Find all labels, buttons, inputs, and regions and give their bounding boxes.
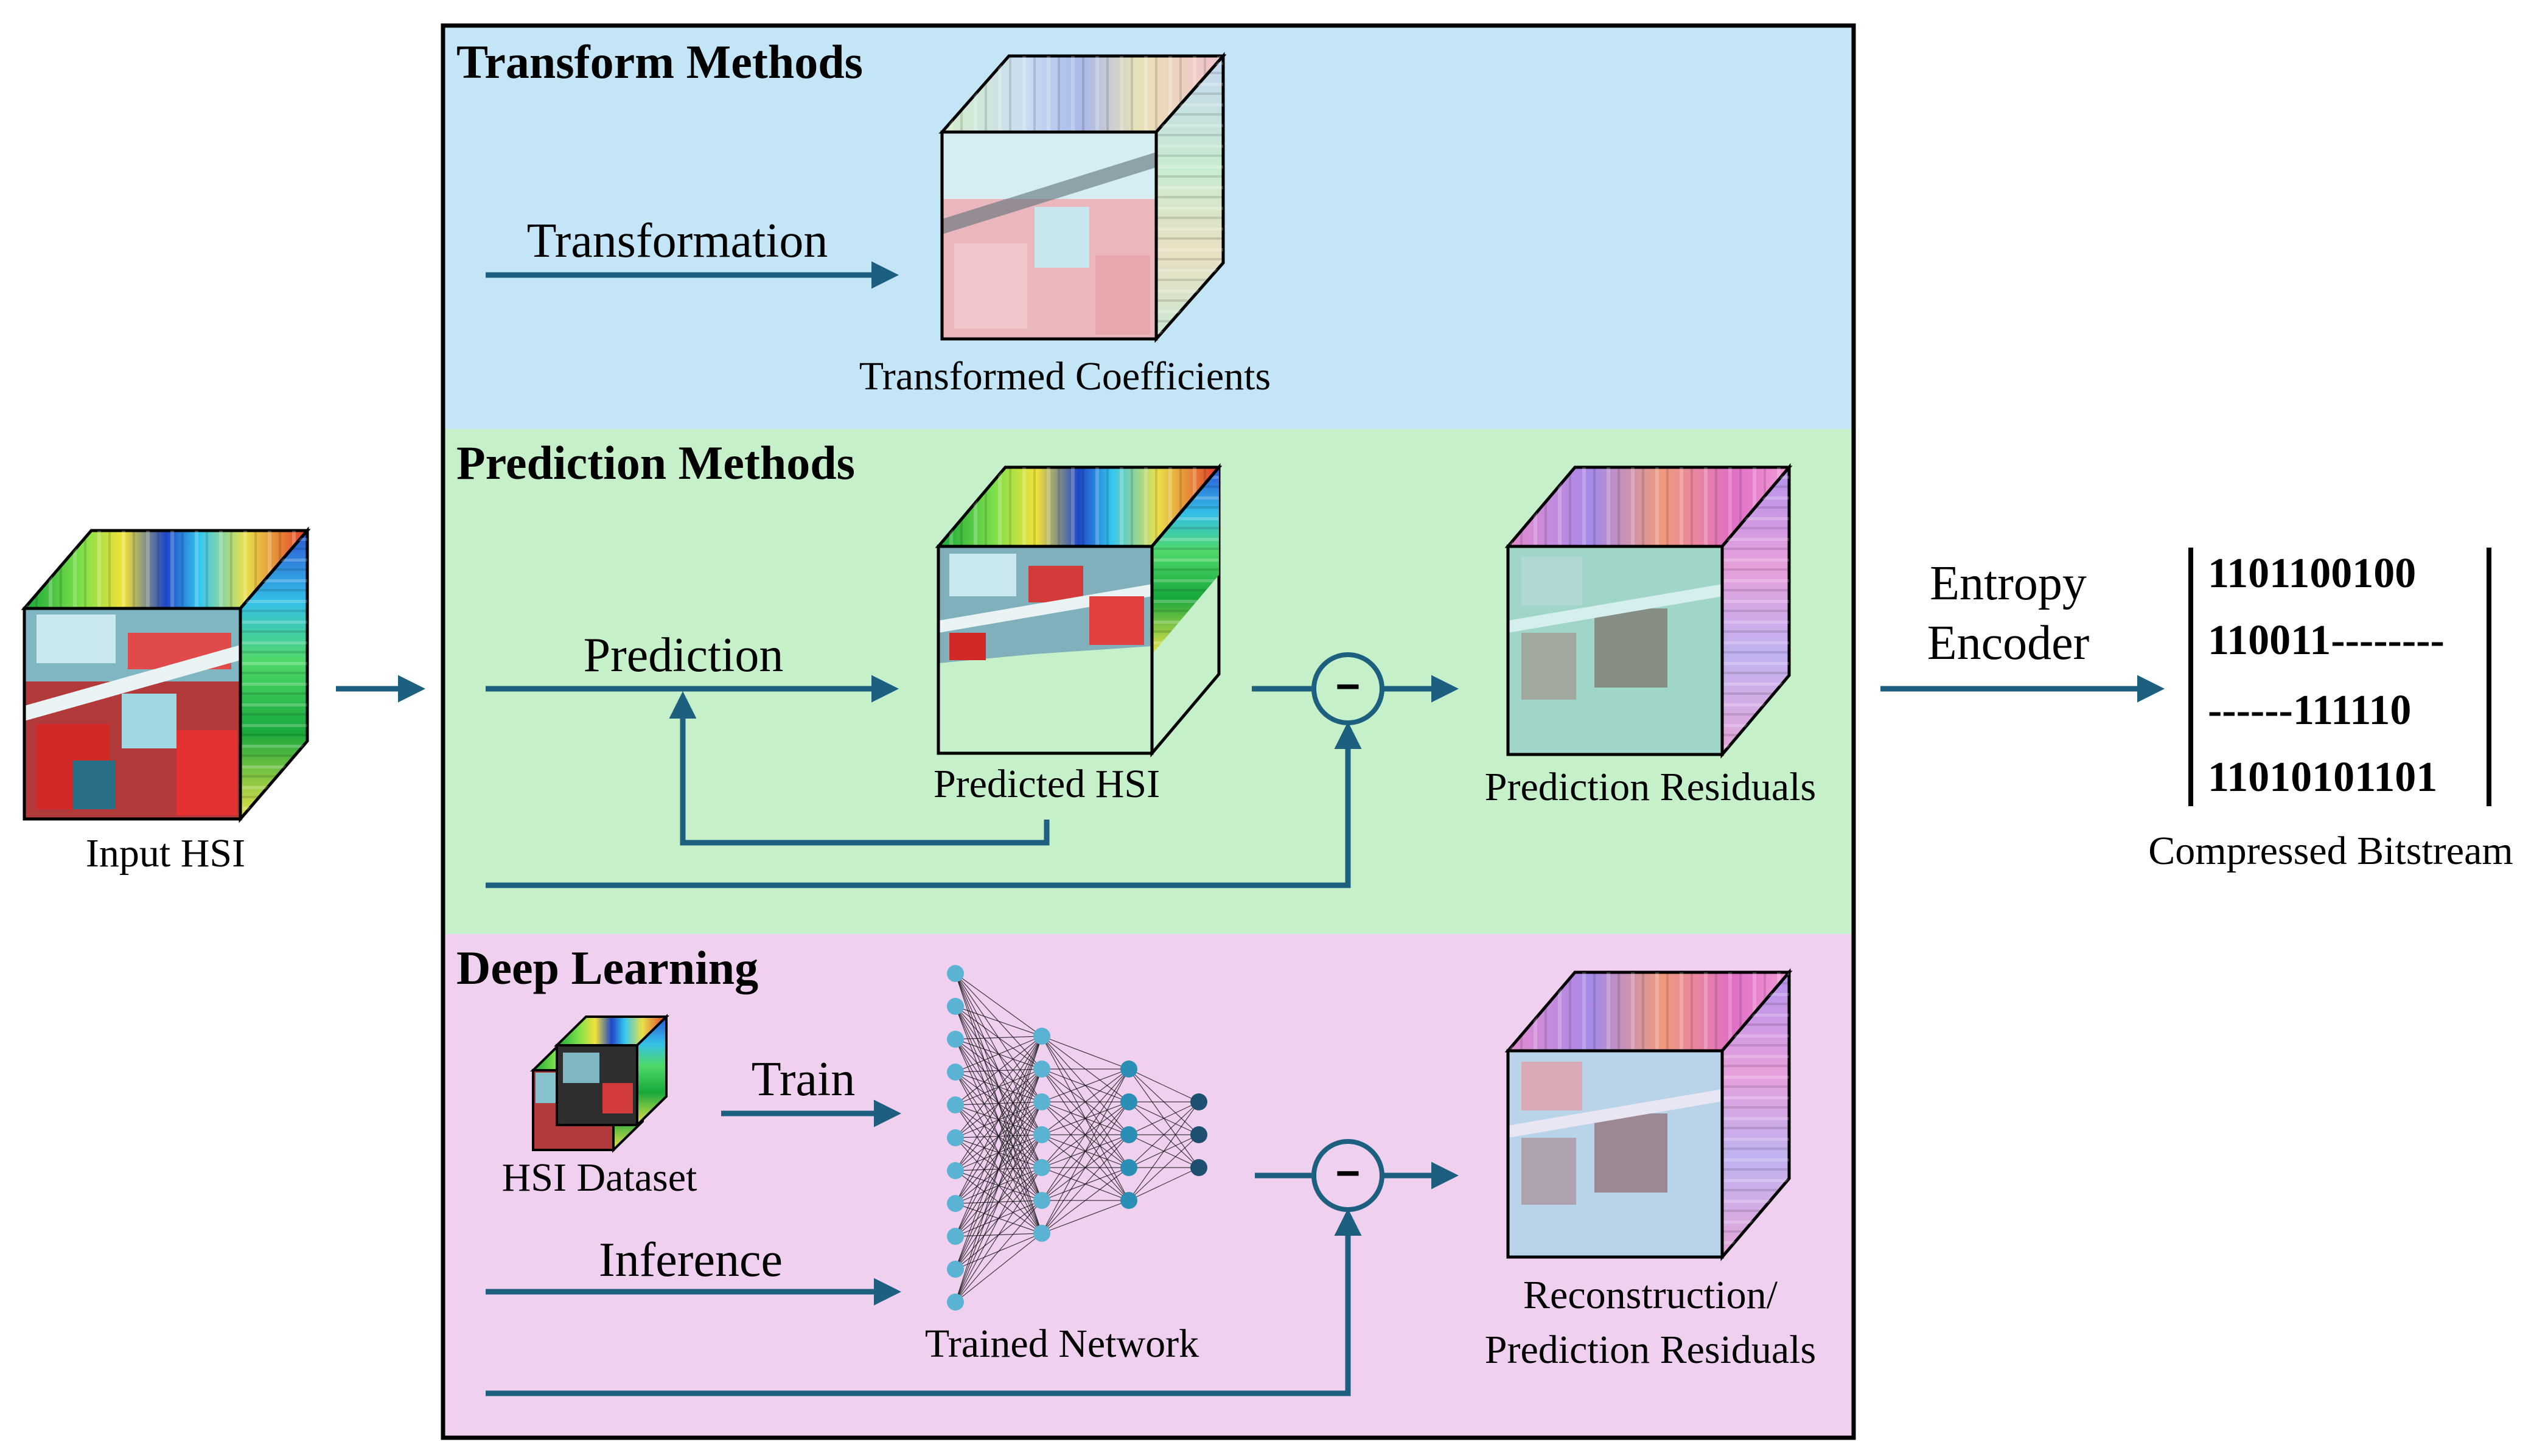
prediction-bypass-arrow: [486, 722, 1362, 888]
network-node: [1033, 1028, 1050, 1045]
network-edge: [1128, 1134, 1199, 1201]
reconstruction-label-line1: Reconstruction/: [1523, 1273, 1778, 1317]
network-node: [1190, 1093, 1207, 1110]
deep-learning-subtract-symbol: −: [1336, 1149, 1361, 1197]
network-node: [947, 1031, 964, 1048]
network-node: [947, 1162, 964, 1179]
network-node: [947, 1228, 964, 1245]
network-node: [1033, 1192, 1050, 1209]
train-label: Train: [752, 1053, 855, 1106]
network-edge: [955, 1036, 1042, 1040]
network-node: [947, 1195, 964, 1212]
transformation-label: Transformation: [527, 214, 828, 268]
network-edge: [955, 1036, 1042, 1138]
transform-panel-title: Transform Methods: [456, 35, 863, 88]
bitstream-line: 11010101101: [2208, 754, 2437, 801]
network-edge: [1041, 1068, 1129, 1168]
network-edge: [955, 1006, 1042, 1037]
network-node: [947, 1294, 964, 1311]
network-node: [1120, 1126, 1137, 1143]
entropy-encoder-label-line1: Entropy: [1930, 557, 2087, 610]
prediction-subtract-symbol: −: [1336, 663, 1361, 710]
network-node: [1190, 1159, 1207, 1176]
network-edge: [1128, 1101, 1199, 1201]
compressed-bitstream-label: Compressed Bitstream: [2148, 829, 2513, 873]
network-node: [1120, 1093, 1137, 1110]
network-edge: [955, 1036, 1042, 1073]
network-edge: [1041, 1036, 1129, 1070]
transformed-coefficients-label: Transformed Coefficients: [859, 354, 1271, 399]
network-node: [1120, 1192, 1137, 1209]
trained-network: [947, 965, 1207, 1311]
network-node: [1033, 1159, 1050, 1176]
input-hsi-label: Input HSI: [86, 831, 245, 876]
predicted-hsi-label: Predicted HSI: [934, 762, 1160, 806]
network-node: [1033, 1126, 1050, 1143]
prediction-panel-title: Prediction Methods: [456, 436, 855, 489]
prediction-feedback-arrow: [669, 691, 1050, 846]
network-edge: [955, 1167, 1042, 1303]
network-edge: [955, 1036, 1042, 1106]
network-edge: [955, 973, 1042, 1037]
network-node: [1190, 1126, 1207, 1143]
network-edge: [955, 1200, 1042, 1303]
network-edge: [1041, 1068, 1129, 1135]
hsi-dataset-label: HSI Dataset: [502, 1155, 697, 1200]
network-edge: [955, 1036, 1042, 1303]
entropy-encoder-label-line2: Encoder: [1927, 616, 2090, 670]
network-edge: [955, 1134, 1042, 1303]
trained-network-label: Trained Network: [925, 1322, 1199, 1366]
network-edge: [1041, 1200, 1129, 1234]
network-edge: [1041, 1068, 1129, 1201]
methods-frame: [441, 23, 1856, 1440]
bitstream-line: 110011--------: [2208, 617, 2445, 664]
network-node: [1033, 1061, 1050, 1078]
bitstream-line: 1101100100: [2208, 550, 2416, 597]
inference-label: Inference: [599, 1233, 783, 1287]
reconstruction-label-line2: Prediction Residuals: [1485, 1328, 1816, 1372]
network-edge: [1041, 1068, 1129, 1234]
network-edge: [955, 1036, 1042, 1270]
network-edge: [955, 1036, 1042, 1204]
network-edge: [1041, 1167, 1129, 1234]
network-edge: [955, 1036, 1042, 1171]
network-edge: [955, 1036, 1042, 1237]
network-edge: [1128, 1101, 1199, 1135]
network-node: [947, 1096, 964, 1113]
predicted-hsi-cube: [935, 463, 1223, 758]
network-edge: [1041, 1068, 1129, 1102]
network-node: [1033, 1225, 1050, 1242]
reconstruction-residuals-cube: [1504, 968, 1793, 1261]
network-node: [947, 1129, 964, 1146]
network-node: [947, 965, 964, 982]
network-edge: [1041, 1134, 1129, 1234]
network-node: [947, 1261, 964, 1278]
prediction-residuals-label: Prediction Residuals: [1485, 765, 1816, 809]
deep-learning-panel-title: Deep Learning: [456, 941, 758, 994]
network-edge: [955, 1233, 1042, 1303]
network-edge: [1041, 1101, 1129, 1234]
network-node: [1120, 1159, 1137, 1176]
network-edge: [1128, 1101, 1199, 1168]
network-edge: [955, 1101, 1042, 1303]
prediction-residuals-cube: [1504, 463, 1793, 759]
network-edge: [1128, 1167, 1199, 1201]
transformed-coefficients-cube: [938, 52, 1227, 343]
network-node: [947, 998, 964, 1015]
deep-learning-bypass-arrow: [486, 1208, 1362, 1396]
input-hsi-cube: [21, 526, 311, 823]
bitstream-line: ------111110: [2208, 687, 2411, 734]
network-node: [1033, 1093, 1050, 1110]
network-node: [1120, 1061, 1137, 1078]
prediction-label: Prediction: [584, 629, 784, 682]
hsi-dataset-cubes: [530, 1014, 669, 1153]
network-edge: [1128, 1068, 1199, 1102]
network-node: [947, 1064, 964, 1081]
network-edge: [955, 1068, 1042, 1303]
